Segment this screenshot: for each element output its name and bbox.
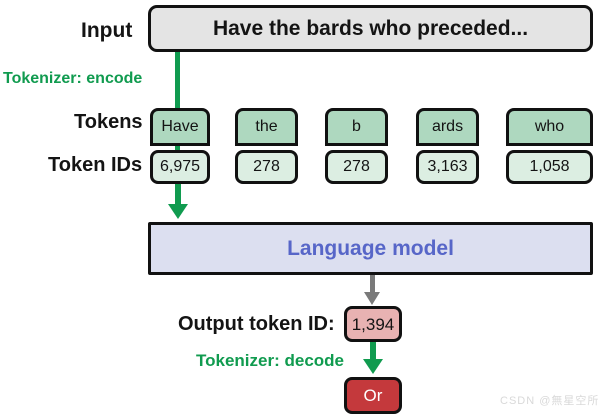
token-ids-label: Token IDs xyxy=(48,154,143,176)
token-id-box-0: 6,975 xyxy=(150,150,210,184)
token-box-2: b xyxy=(325,108,388,146)
watermark-text: CSDN @無星空所 xyxy=(500,395,600,407)
tokenizer-decode-label: Tokenizer: decode xyxy=(196,351,344,370)
language-model-box: Language model xyxy=(148,222,593,275)
encode-to-model-arrow-head xyxy=(168,204,188,219)
token-id-box-2: 278 xyxy=(325,150,388,184)
token-box-0: Have xyxy=(150,108,210,146)
encode-connector-line xyxy=(175,52,180,108)
encode-to-model-arrow-shaft xyxy=(175,184,181,207)
model-to-output-arrow-shaft xyxy=(370,275,375,295)
token-id-box-4: 1,058 xyxy=(506,150,593,184)
decode-arrow-shaft xyxy=(370,342,376,362)
encode-connector-line-through-tokens xyxy=(175,108,180,184)
output-token-box: Or xyxy=(344,377,402,414)
token-box-3: ards xyxy=(416,108,479,146)
tokens-label: Tokens xyxy=(74,111,143,133)
model-to-output-arrow-head xyxy=(364,292,380,305)
output-token-id-box: 1,394 xyxy=(344,306,402,342)
token-id-box-3: 3,163 xyxy=(416,150,479,184)
input-text-box: Have the bards who preceded... xyxy=(148,5,593,52)
token-box-1: the xyxy=(235,108,298,146)
decode-arrow-head xyxy=(363,359,383,374)
output-token-id-label: Output token ID: xyxy=(178,313,335,335)
token-id-box-1: 278 xyxy=(235,150,298,184)
tokenizer-encode-label: Tokenizer: encode xyxy=(3,70,143,87)
input-label: Input xyxy=(81,19,133,42)
token-box-4: who xyxy=(506,108,593,146)
